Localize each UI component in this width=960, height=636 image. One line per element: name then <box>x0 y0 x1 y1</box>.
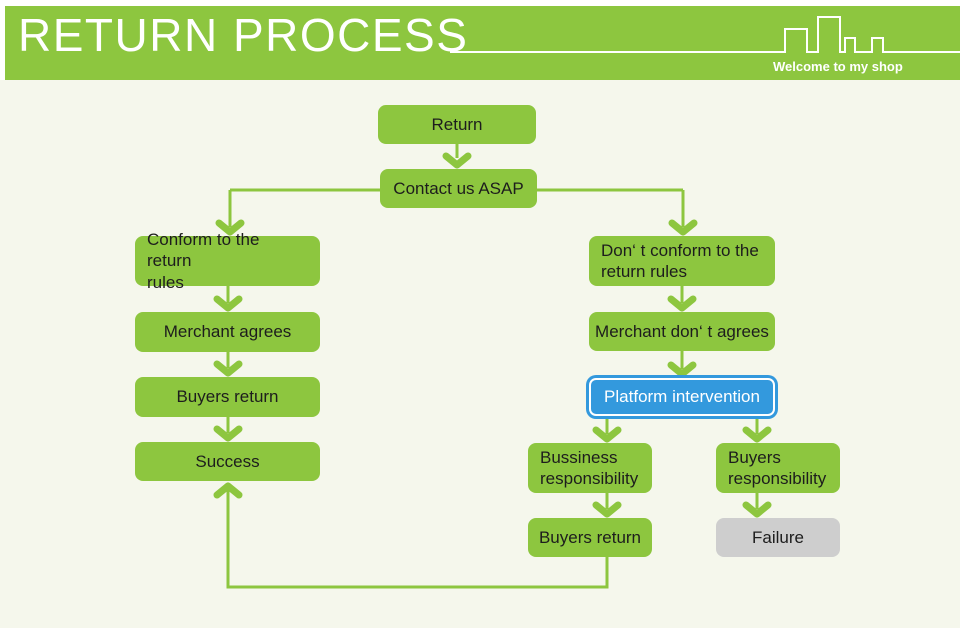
header-art <box>450 16 960 53</box>
node-business-responsibility: Bussiness responsibility <box>528 443 652 493</box>
node-buyers-return-bottom: Buyers return <box>528 518 652 557</box>
header-bar: RETURN PROCESS Welcome to my shop <box>5 6 960 80</box>
arrowhead-branch-right <box>668 219 698 236</box>
node-platform-intervention: Platform intervention <box>589 378 775 416</box>
welcome-tagline: Welcome to my shop <box>773 59 903 74</box>
arrowhead-failure <box>742 501 772 518</box>
node-buyers-return-left: Buyers return <box>135 377 320 417</box>
skyline-icon <box>450 16 960 53</box>
arrowhead-success <box>213 425 243 442</box>
connector-loop-to-success <box>226 490 609 589</box>
node-conform-rules: Conform to the return rules <box>135 230 320 292</box>
arrowhead-buyers-return-bottom <box>592 501 622 518</box>
node-contact-us-asap: Contact us ASAP <box>380 169 537 208</box>
arrowhead-merchant-agrees <box>213 295 243 312</box>
arrowhead-business-resp <box>592 426 622 443</box>
node-failure: Failure <box>716 518 840 557</box>
node-merchant-agrees: Merchant agrees <box>135 312 320 352</box>
node-success: Success <box>135 442 320 481</box>
arrowhead-return-contact <box>442 152 472 169</box>
arrowhead-loop-up <box>213 482 243 499</box>
arrowhead-buyers-return-left <box>213 360 243 377</box>
arrowhead-branch-left <box>215 219 245 236</box>
arrowhead-merchant-dont <box>667 295 697 312</box>
node-buyers-responsibility: Buyers responsibility <box>716 443 840 493</box>
page-title: RETURN PROCESS <box>18 9 469 61</box>
node-return: Return <box>378 105 536 144</box>
node-dont-conform-rules: Don‘ t conform to the return rules <box>589 236 775 286</box>
arrowhead-buyers-resp <box>742 426 772 443</box>
node-merchant-dont-agrees: Merchant don‘ t agrees <box>589 312 775 351</box>
arrowhead-platform <box>667 361 697 378</box>
